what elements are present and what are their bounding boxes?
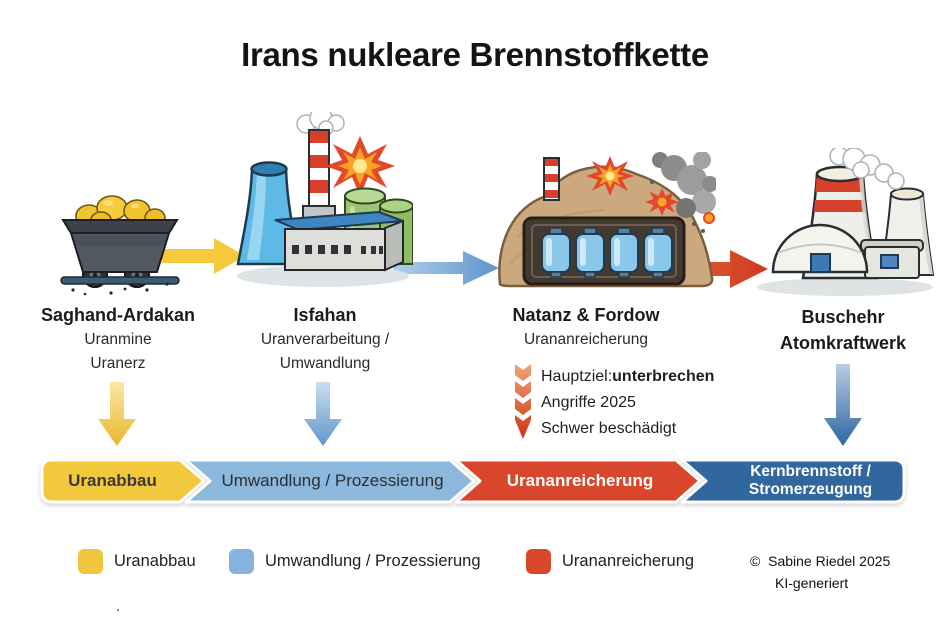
legend-item-anreicherung: Urananreicherung (526, 548, 694, 575)
station-subtitle: Uranverarbeitung / (260, 331, 390, 348)
legend-label: Urananreicherung (562, 552, 695, 570)
station-natanz-fordow: Natanz & Fordow Urananreicherung (476, 302, 696, 352)
flow-arrow-conversion-to-enrichment-icon (393, 251, 499, 285)
mine-cart-icon (60, 195, 180, 296)
station-name: Natanz & Fordow (512, 305, 660, 325)
station-subtitle: Uranmine (84, 331, 152, 348)
credit: © Sabine Riedel 2025 KI-generiert (750, 550, 890, 594)
station-subtitle: Uranerz (90, 355, 146, 372)
down-arrow-conversion-icon (304, 382, 342, 446)
flow-arrow-enrichment-to-plant-icon (664, 250, 768, 288)
station-name: Isfahan (293, 305, 357, 325)
credit-line2: KI-generiert (775, 575, 849, 591)
copyright-icon: © (750, 553, 761, 569)
legend-item-umwandlung: Umwandlung / Prozessierung (229, 548, 481, 575)
conversion-plant-icon (236, 112, 413, 287)
banner-segment-kernbrennstoff: Kernbrennstoff / Stromerzeugung (748, 462, 873, 498)
banner-segment-umwandlung: Umwandlung / Prozessierung (221, 471, 444, 490)
legend-label: Uranabbau (114, 552, 196, 570)
station-saghand-ardakan: Saghand-Ardakan Uranmine Uranerz (18, 302, 218, 376)
note-angriffe: Angriffe 2025 (541, 394, 636, 411)
down-arrow-mining-icon (98, 382, 136, 446)
note-hauptziel: Hauptziel: unterbrechen (541, 368, 715, 385)
station-subtitle: Umwandlung (279, 355, 371, 372)
station-buschehr: Buschehr Atomkraftwerk (743, 304, 943, 356)
attack-notes: Hauptziel: unterbrechen Angriffe 2025 Sc… (514, 364, 714, 442)
attack-down-arrow-icon (515, 364, 531, 439)
station-subtitle: Atomkraftwerk (779, 333, 907, 353)
footnote-dot: . (116, 598, 121, 615)
station-name: Buschehr (801, 307, 885, 327)
banner-segment-anreicherung: Urananreicherung (506, 471, 654, 490)
station-name: Saghand-Ardakan (40, 305, 196, 325)
legend-label: Umwandlung / Prozessierung (265, 552, 481, 570)
flow-arrow-mining-to-conversion-icon (162, 238, 245, 274)
station-isfahan: Isfahan Uranverarbeitung / Umwandlung (225, 302, 425, 376)
legend-swatch-yellow-icon (78, 549, 103, 574)
station-subtitle: Urananreicherung (523, 331, 649, 348)
credit-line1: © Sabine Riedel 2025 (750, 553, 891, 569)
legend-item-uranabbau: Uranabbau (78, 548, 196, 575)
note-beschaedigt: Schwer beschädigt (541, 420, 677, 437)
process-banner (40, 458, 906, 504)
legend-swatch-blue-icon (229, 549, 254, 574)
legend-swatch-red-icon (526, 549, 551, 574)
enrichment-site-icon (498, 152, 716, 288)
nuclear-power-plant-icon (757, 148, 935, 296)
down-arrow-plant-icon (824, 364, 862, 446)
banner-segment-uranabbau: Uranabbau (68, 471, 157, 490)
page-title: Irans nukleare Brennstoffkette (241, 36, 709, 73)
